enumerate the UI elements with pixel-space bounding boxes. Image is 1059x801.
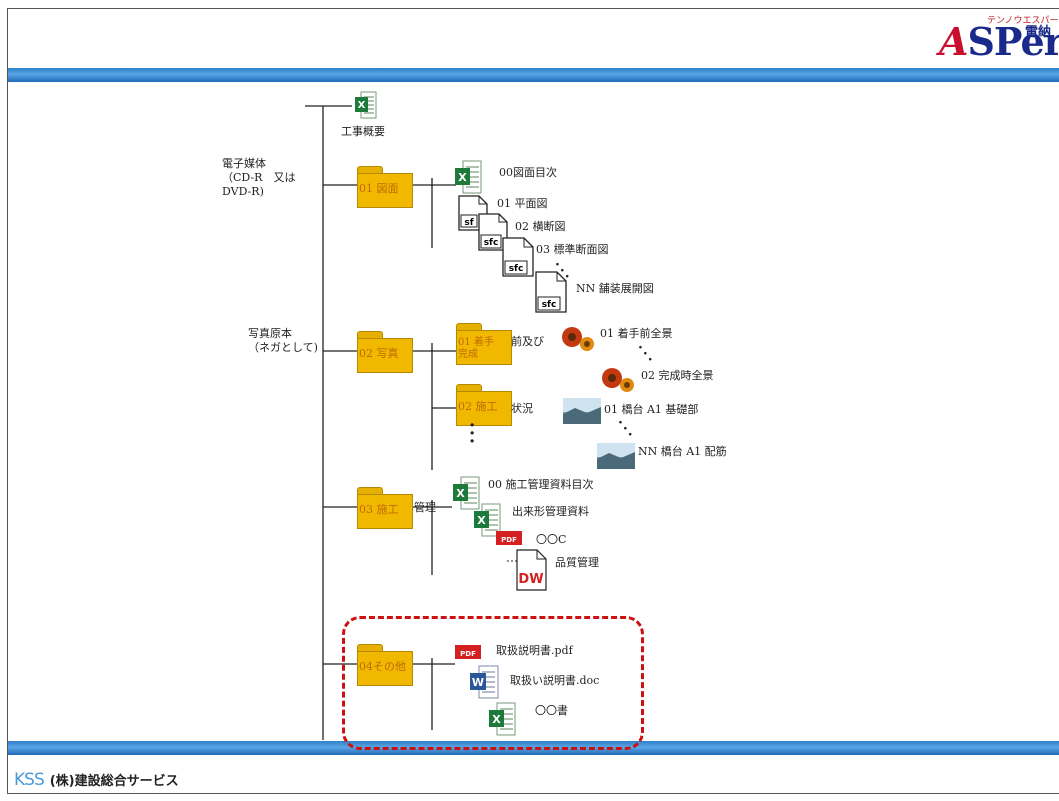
svg-text:sfc: sfc [509, 264, 524, 274]
dw-file-icon: DW [507, 549, 547, 591]
company-name: (株)建設総合サービス [49, 774, 179, 789]
landscape-photo-icon [563, 398, 601, 424]
folder-tab [357, 644, 383, 653]
flower-photo-icon [560, 325, 596, 353]
pdf-icon: PDF [455, 645, 481, 659]
flower-photo-icon [600, 366, 636, 394]
folder-tab [357, 487, 383, 496]
ellipsis: ··· [469, 415, 476, 452]
svg-text:sf: sf [464, 218, 473, 228]
sfc-icon: sfc [478, 213, 508, 251]
footer: KSS (株)建設総合サービス [14, 770, 179, 790]
hinshitsu-label: 品質管理 [555, 556, 599, 569]
kyodai-photo-label: 01 橋台 A1 基礎部 [604, 403, 699, 416]
folder-tab [456, 323, 482, 332]
folder-label: 02 写真 [359, 347, 399, 360]
haikin-photo-label: NN 橋台 A1 配筋 [638, 445, 727, 458]
sfc-icon: sfc [535, 271, 567, 313]
kss-logo: KSS [14, 770, 45, 790]
ooc-label: 〇〇C [536, 533, 567, 546]
svg-text:sfc: sfc [484, 238, 499, 248]
photo-original-label: 写真原本 （ネガとして) [248, 327, 318, 354]
excel-icon: X [455, 160, 482, 194]
folder-chakushu[interactable]: 01 着手 完成 [456, 323, 512, 365]
folder-body [456, 391, 512, 426]
logo-tagline: テンノウエスパー [987, 16, 1059, 26]
ellipsis: · · · [638, 340, 653, 368]
header-band [8, 68, 1059, 82]
folder-sublabel: 完成 [458, 349, 478, 360]
folder-body [357, 494, 413, 529]
highlight-box [342, 616, 644, 750]
folder-body [357, 651, 413, 686]
landscape-photo-icon [597, 443, 635, 469]
pdf-icon: PDF [496, 531, 522, 545]
chakushu-tail-label: 前及び [511, 335, 544, 348]
svg-text:PDF: PDF [460, 650, 476, 658]
folder-label: 04その他 [359, 660, 406, 673]
heimen-label: 01 平面図 [497, 197, 548, 210]
asper-logo: テンノウエスパー ASPer 電納 [925, 13, 1059, 65]
word-icon: W [470, 665, 499, 699]
logo-small: 電納 [1025, 25, 1052, 40]
hoso-label: NN 舗装展開図 [576, 282, 654, 295]
folder-label: 01 図面 [359, 182, 399, 195]
folder-shashin[interactable]: 02 写真 [357, 331, 413, 373]
svg-text:sfc: sfc [542, 300, 557, 310]
kanri-tail-label: 管理 [414, 501, 436, 514]
folder-body [456, 330, 512, 365]
folder-tab [456, 384, 482, 393]
svg-text:X: X [456, 487, 465, 500]
oosho-label: 〇〇書 [535, 704, 568, 717]
seko-tail-label: 状況 [511, 402, 533, 415]
svg-text:W: W [472, 676, 484, 689]
koji-gaiyo-label: 工事概要 [341, 125, 385, 138]
folder-tab [357, 331, 383, 340]
kanri-mokuji-label: 00 施工管理資料目次 [488, 478, 594, 491]
folder-kanri[interactable]: 03 施工 [357, 487, 413, 529]
folder-body [357, 338, 413, 373]
folder-label: 02 施工 [458, 400, 498, 413]
zumen-mokuji-label: 00図面目次 [499, 166, 557, 179]
toriatsukai-pdf-label: 取扱説明書.pdf [496, 644, 573, 657]
ellipsis: · · · [555, 257, 570, 285]
slide-frame [7, 8, 1059, 794]
sfc-icon: sfc [502, 237, 534, 277]
chakushu-photo-label: 01 着手前全景 [600, 327, 673, 340]
logo-brand: ASPer [939, 19, 1059, 64]
kansei-photo-label: 02 完成時全景 [641, 369, 714, 382]
svg-text:DW: DW [518, 572, 543, 587]
folder-label: 03 施工 [359, 503, 399, 516]
media-label: 電子媒体 （CD-R 又は DVD-R) [222, 157, 296, 198]
ellipsis: · · · [618, 415, 633, 443]
svg-text:X: X [358, 100, 366, 111]
folder-body [357, 173, 413, 208]
dekigata-label: 出来形管理資料 [512, 505, 589, 518]
svg-text:PDF: PDF [501, 536, 517, 544]
folder-seko[interactable]: 02 施工 [456, 384, 512, 426]
toriatsukai-doc-label: 取扱い説明書.doc [510, 674, 600, 687]
svg-text:X: X [477, 514, 486, 527]
folder-tab [357, 166, 383, 175]
excel-icon: X [489, 702, 516, 736]
excel-icon: X [355, 91, 377, 119]
folder-sonota[interactable]: 04その他 [357, 644, 413, 686]
svg-text:X: X [492, 713, 501, 726]
hyojun-label: 03 標準断面図 [536, 243, 609, 256]
excel-icon: X [474, 503, 501, 537]
svg-text:X: X [458, 171, 467, 184]
odan-label: 02 横断図 [515, 220, 566, 233]
folder-zumen[interactable]: 01 図面 [357, 166, 413, 208]
folder-label: 01 着手 [458, 337, 494, 348]
excel-icon: X [453, 476, 480, 510]
